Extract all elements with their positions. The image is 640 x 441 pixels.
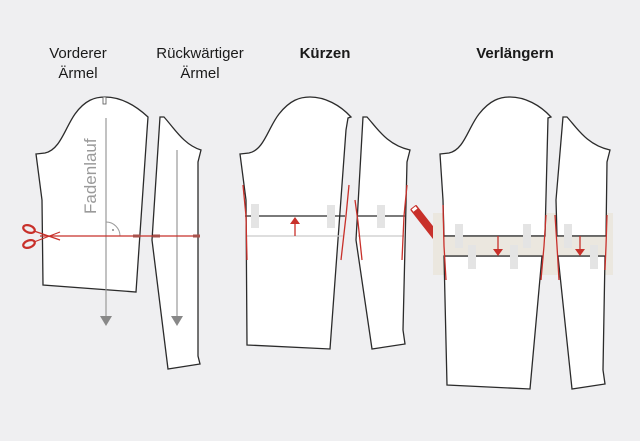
cut-mark bbox=[133, 234, 140, 238]
shorten-sleeves bbox=[239, 96, 411, 350]
arrow-down-icon bbox=[575, 249, 585, 256]
title-shorten: Kürzen bbox=[299, 45, 351, 62]
tape-piece bbox=[327, 205, 335, 228]
tape-piece bbox=[523, 224, 531, 248]
scissors-icon bbox=[22, 224, 61, 249]
front-grainline-arrow-icon bbox=[100, 316, 112, 326]
lengthen-side-correction bbox=[604, 214, 608, 271]
tape-piece bbox=[590, 245, 598, 269]
arrow-down-icon bbox=[493, 249, 503, 256]
lengthen-side-correction bbox=[554, 214, 560, 281]
lengthen-side-correction bbox=[540, 214, 547, 281]
front-sleeve-pattern bbox=[35, 96, 149, 293]
shorten-side-correction bbox=[354, 199, 363, 261]
lengthen-back-sleeve-upper bbox=[555, 116, 611, 237]
lengthen-back-sleeve-lower bbox=[557, 255, 606, 390]
title-front-sleeve-line1: Vorderer bbox=[49, 45, 107, 62]
tape-piece bbox=[251, 204, 259, 228]
title-back-sleeve-line1: Rückwärtiger bbox=[156, 45, 244, 62]
shorten-side-correction bbox=[401, 184, 408, 261]
lengthen-front-sleeve-upper bbox=[439, 96, 553, 237]
lengthen-front-sleeve-lower bbox=[443, 255, 543, 390]
lengthen-side-correction bbox=[442, 204, 447, 281]
front-sleeve-notch bbox=[102, 96, 107, 105]
shorten-side-correction bbox=[242, 184, 248, 261]
tape-piece bbox=[510, 245, 518, 269]
title-front-sleeve: Vorderer Ärmel bbox=[28, 44, 128, 84]
tape-piece bbox=[468, 245, 476, 269]
shorten-side-correction bbox=[340, 184, 350, 261]
tape-piece bbox=[455, 224, 463, 248]
title-front-sleeve-line2: Ärmel bbox=[58, 65, 98, 82]
arrow-up-icon bbox=[290, 217, 300, 224]
right-angle-marker bbox=[105, 221, 121, 237]
title-back-sleeve-line2: Ärmel bbox=[180, 65, 220, 82]
tape-piece bbox=[377, 205, 385, 228]
title-back-sleeve: Rückwärtiger Ärmel bbox=[135, 44, 265, 84]
right-angle-dot bbox=[112, 229, 114, 231]
title-lengthen: Verlängern bbox=[476, 45, 554, 62]
lengthen-sleeves bbox=[433, 96, 613, 390]
shorten-back-sleeve-pattern bbox=[355, 116, 411, 350]
cut-mark bbox=[193, 234, 200, 238]
original-sleeves bbox=[22, 96, 202, 370]
tape-piece bbox=[564, 224, 572, 248]
cut-mark bbox=[153, 234, 160, 238]
grainline-label: Fadenlauf bbox=[81, 138, 100, 214]
back-grainline-arrow-icon bbox=[171, 316, 183, 326]
